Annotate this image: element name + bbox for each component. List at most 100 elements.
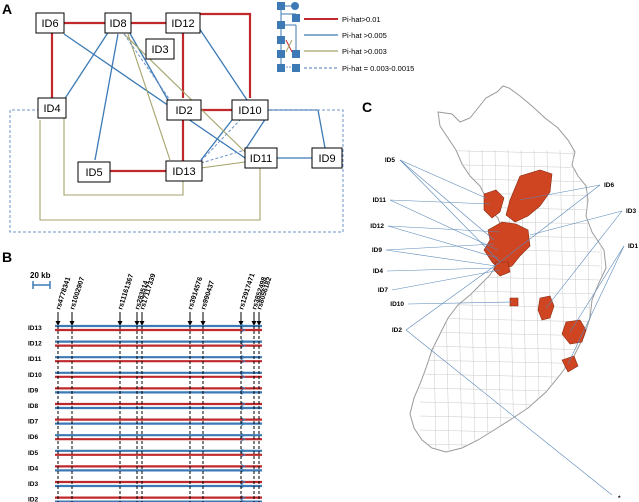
node-label: ID8 xyxy=(109,18,126,30)
hapl-marker xyxy=(240,495,246,502)
map-label-id7: ID7 xyxy=(378,287,389,294)
snp-arrowhead xyxy=(117,321,123,326)
node-label: ID6 xyxy=(41,18,58,30)
map-label-id12: ID12 xyxy=(370,223,384,230)
hapl-marker xyxy=(240,370,246,380)
map-leader-line xyxy=(545,210,623,309)
edge-faint xyxy=(200,119,241,162)
map-label-id9: ID9 xyxy=(372,247,383,254)
node-id4: ID4 xyxy=(37,97,67,119)
snp-label: rs990437 xyxy=(200,280,216,311)
map-leader-line xyxy=(569,245,625,333)
map-leader-line xyxy=(387,225,499,259)
snp-arrowhead xyxy=(256,321,262,326)
edge-medium xyxy=(200,119,233,161)
snp-arrowhead xyxy=(200,321,206,326)
map-label-id4: ID4 xyxy=(373,268,384,275)
edge-medium xyxy=(244,117,267,151)
map-label-id3: ID3 xyxy=(626,208,637,215)
legend-label-weak: Pi-hat >0.003 xyxy=(342,47,387,56)
node-id3: ID3 xyxy=(145,38,175,60)
scale-bar-label: 20 kb xyxy=(30,271,51,280)
panel-a-label: A xyxy=(2,1,12,17)
haplo-row-label: ID7 xyxy=(28,419,39,426)
node-label: ID13 xyxy=(172,166,195,178)
map-leader-line xyxy=(386,267,495,272)
node-label: ID5 xyxy=(85,167,102,179)
snp-arrowhead xyxy=(134,321,140,326)
node-label: ID11 xyxy=(250,153,272,165)
map-leader-line xyxy=(399,159,501,263)
haplo-row-label: ID13 xyxy=(28,325,42,332)
edge-faint xyxy=(9,109,344,233)
map-leader-line xyxy=(405,261,501,331)
map-leader-line xyxy=(519,184,601,201)
node-id11: ID11 xyxy=(244,147,278,169)
node-label: ID4 xyxy=(43,103,60,115)
region-id1a xyxy=(561,319,587,345)
map-leader-line xyxy=(499,184,601,263)
haplo-row-label: ID10 xyxy=(28,372,42,379)
edge-medium xyxy=(317,109,326,149)
node-id5: ID5 xyxy=(77,161,111,183)
map-leader-line xyxy=(385,249,497,267)
edge-weak xyxy=(200,161,246,169)
edge-medium xyxy=(198,27,248,101)
region-id7 xyxy=(493,261,511,277)
edge-faint xyxy=(123,33,171,101)
node-label: ID3 xyxy=(151,44,168,56)
snp-arrowhead xyxy=(238,321,244,326)
edge-strong xyxy=(199,12,252,98)
legend-label-medium: Pi-hat >0.005 xyxy=(342,31,387,40)
region-id1b xyxy=(561,355,579,373)
snp-arrowhead xyxy=(69,321,75,326)
map-leader-line xyxy=(389,199,499,251)
node-id13: ID13 xyxy=(165,160,203,182)
edge-weak xyxy=(127,33,171,161)
map-leader-line xyxy=(529,210,623,236)
map-label-id1: ID1 xyxy=(628,243,639,250)
haplo-row-label: ID12 xyxy=(28,341,42,348)
highlighted-regions xyxy=(483,169,587,373)
haplo-row-label: ID8 xyxy=(28,403,39,410)
map-leader-line xyxy=(385,243,495,251)
edge-faint xyxy=(200,149,246,164)
panel-b-label: B xyxy=(2,249,12,265)
edge-weak xyxy=(39,120,261,221)
node-id9: ID9 xyxy=(311,147,343,169)
node-label: ID2 xyxy=(175,105,192,117)
region-id5 xyxy=(483,189,505,219)
pedigree-icon xyxy=(277,2,300,72)
node-id12: ID12 xyxy=(165,12,201,34)
map-leader-line xyxy=(399,159,487,199)
snp-label: rs11161367 xyxy=(117,273,135,310)
region-id10 xyxy=(509,297,519,307)
snp-arrowhead xyxy=(139,321,145,326)
edge-weak xyxy=(63,116,184,196)
map-leader-line xyxy=(407,301,513,305)
map-leader-line xyxy=(391,269,501,291)
map-leader-line xyxy=(399,159,495,241)
panel-c-label: C xyxy=(362,99,372,115)
region-id6 xyxy=(505,169,553,223)
haplo-row-label: ID2 xyxy=(28,497,39,502)
haplo-row-label: ID3 xyxy=(28,481,39,488)
snp-arrowhead xyxy=(55,321,61,326)
node-label: ID9 xyxy=(318,153,335,165)
network-edges xyxy=(9,12,344,233)
map-leader-line xyxy=(405,329,613,496)
map-label-id2: ID2 xyxy=(392,327,403,334)
map-star: * xyxy=(618,495,621,502)
haplo-row-label: ID6 xyxy=(28,434,39,441)
map-label-id10: ID10 xyxy=(390,301,404,308)
map-leader-line xyxy=(567,245,625,365)
legend-label-strong: Pi-hat>0.01 xyxy=(342,15,381,24)
node-label: ID12 xyxy=(171,18,194,30)
snp-label: rs1002907 xyxy=(69,276,86,310)
snp-arrowhead xyxy=(187,321,193,326)
